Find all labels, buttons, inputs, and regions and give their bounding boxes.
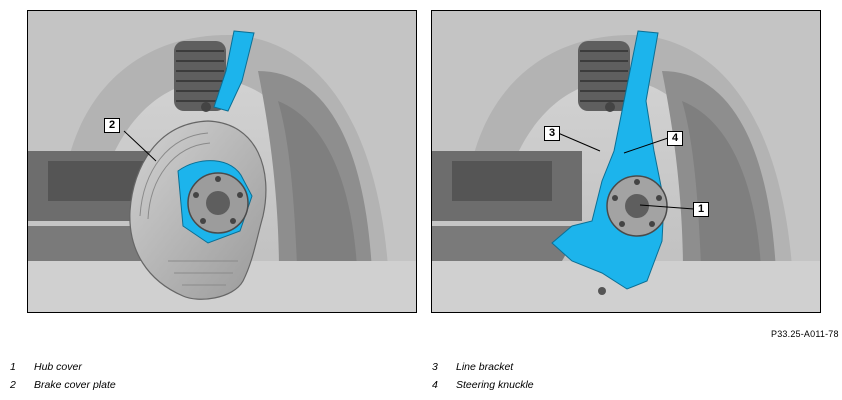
legend-number: 4 [432,379,438,391]
wheel-well-brake-cover-drawing [28,11,416,312]
callout-4: 4 [667,131,683,146]
callout-1: 1 [693,202,709,217]
illustration-left [27,10,417,313]
legend-number: 2 [10,379,16,391]
illustration-right [431,10,821,313]
callout-2: 2 [104,118,120,133]
legend-text: Steering knuckle [456,379,534,391]
legend-number: 3 [432,361,438,373]
callout-3: 3 [544,126,560,141]
legend-number: 1 [10,361,16,373]
figure-reference-code: P33.25-A011-78 [771,329,839,339]
wheel-well-steering-knuckle-drawing [432,11,820,312]
legend-text: Hub cover [34,361,82,373]
legend-text: Brake cover plate [34,379,116,391]
legend-text: Line bracket [456,361,514,373]
